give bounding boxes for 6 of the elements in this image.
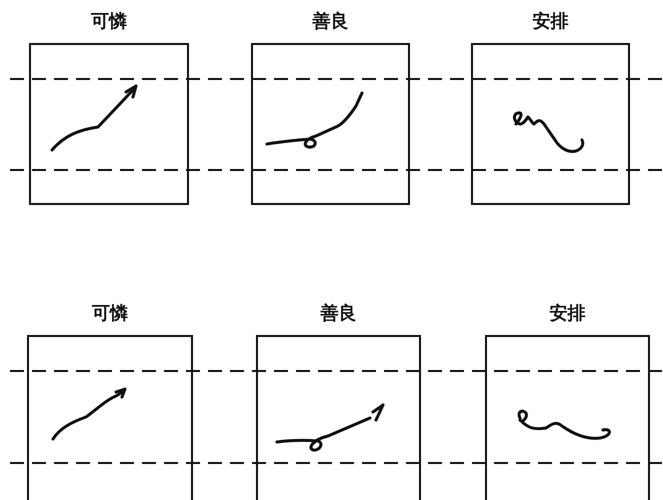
box-heading: 善良: [320, 302, 358, 326]
box-heading: 安排: [548, 302, 586, 326]
box-heading: 可憐: [91, 302, 129, 326]
box-heading: 善良: [312, 10, 350, 34]
box-heading: 安排: [532, 10, 570, 34]
box-heading: 可憐: [90, 10, 128, 34]
